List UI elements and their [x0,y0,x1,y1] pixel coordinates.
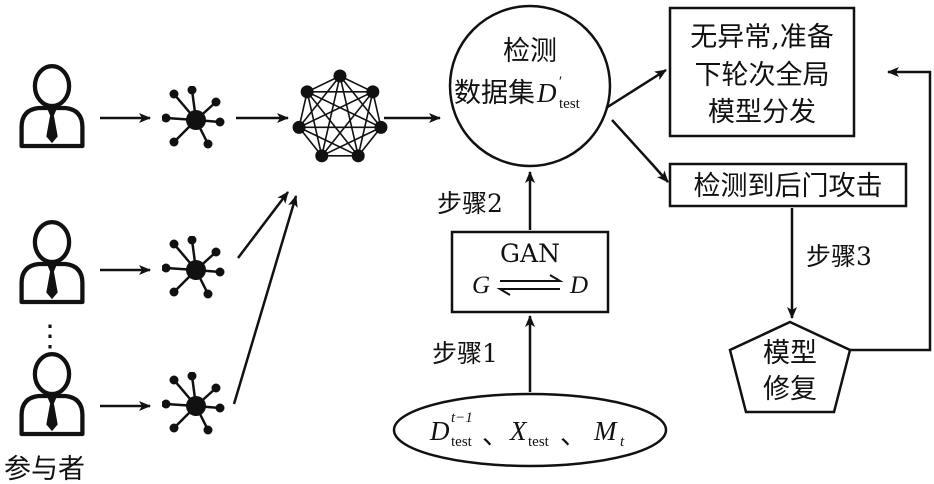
participant-label: 参与者 [4,454,85,484]
no-anomaly-line2: 下轮次全局 [695,60,830,91]
mesh-edge [306,91,382,129]
backdoor-label: 检测到后门攻击 [694,171,883,202]
gan-G: G [472,272,490,299]
step2-label: 步骤2 [437,189,503,218]
repair-line1: 模型 [763,338,817,369]
arrow-detect-to-no-anomaly [605,68,667,110]
mesh-edge [298,75,341,128]
global-model-icon [292,69,388,163]
local-model-icon [162,86,226,150]
detect-node-line1: 检测 [503,36,557,67]
mesh-node [292,120,306,134]
input-D-sub: test [451,434,473,450]
mesh-node [300,85,314,99]
mesh-edge [306,91,323,157]
input-M-sub: t [620,434,625,450]
gan-D: D [569,272,588,299]
mesh-node [333,69,347,83]
arrow-local-to-global-2 [237,191,289,259]
mesh-edge [321,91,374,157]
local-model-icon [162,236,226,300]
detect-node-D: D [536,78,557,108]
mesh-node [374,120,388,134]
step3-label: 步骤3 [806,242,872,271]
input-M: M [593,416,618,446]
mesh-edge [339,75,382,128]
mesh-edge [298,91,374,129]
no-anomaly-line1: 无异常,准备 [690,22,834,53]
local-model-icon [162,372,226,436]
input-D: D [429,416,450,446]
arrow-repair-to-distribution [850,67,932,352]
input-sep2: 、 [560,420,587,451]
person-icon [22,222,83,302]
input-D-sup: t−1 [451,410,473,426]
mesh-edge [320,75,341,157]
person-icon [22,66,83,146]
mesh-node [366,85,380,99]
mesh-edge [321,126,382,157]
detect-dataset-node [448,4,612,168]
input-X-sub: test [528,434,550,450]
backdoor-box [668,162,908,208]
gan-box [450,230,610,314]
gan-arrow-right [500,274,564,282]
vertical-ellipsis: ⋮ [35,319,65,354]
repair-line2: 修复 [763,374,817,405]
detect-node-prime: ′ [558,74,562,90]
input-sep1: 、 [482,420,509,451]
step1-label: 步骤1 [432,339,498,368]
mesh-node [351,149,365,163]
mesh-node [315,149,329,163]
mesh-edge [306,91,359,157]
arrow-detect-to-backdoor [611,119,669,183]
mesh-edge [357,91,374,157]
mesh-edge [298,126,359,157]
detect-node-test: test [559,96,581,112]
mesh-edge [339,75,360,157]
no-anomaly-box [668,6,856,138]
person-icon [22,354,83,434]
gan-title: GAN [500,239,560,268]
model-repair-node [728,320,852,414]
input-X: X [509,416,528,446]
input-ellipse [392,392,668,468]
detect-node-line2: 数据集 [454,78,535,109]
arrow-local-to-global-3 [232,195,298,405]
gan-arrow-left [496,288,560,296]
no-anomaly-line3: 模型分发 [708,97,816,128]
